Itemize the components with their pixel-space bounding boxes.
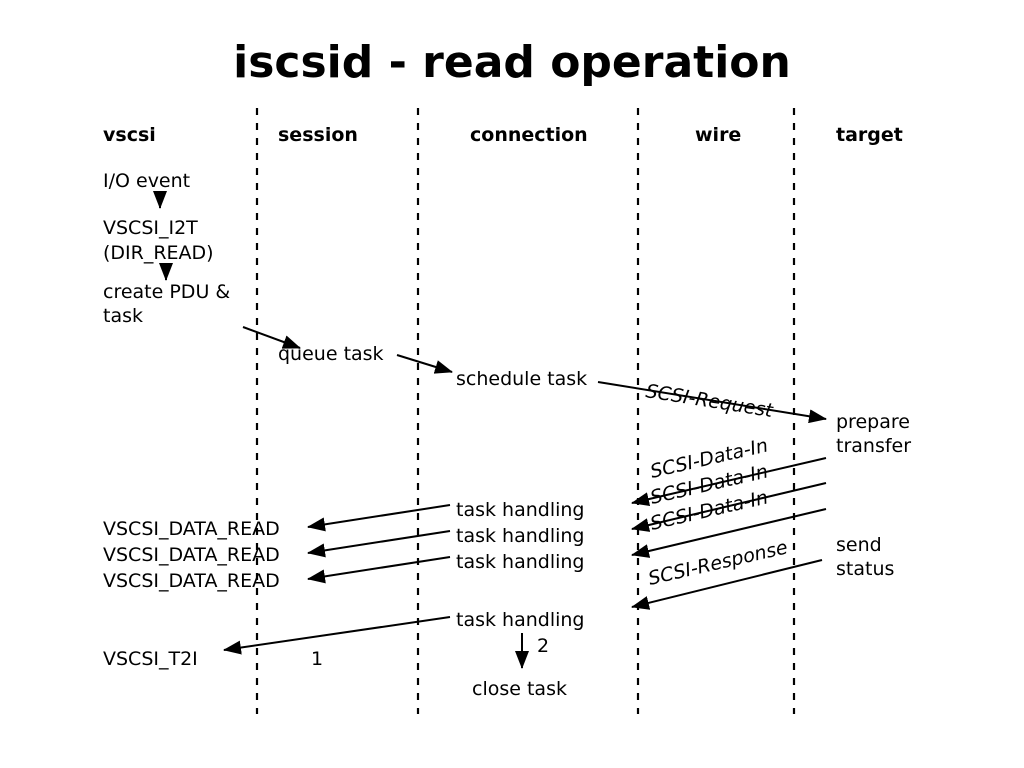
arrow-task-handling-to-data-read-3	[307, 556, 451, 584]
node-close-task: close task	[472, 678, 567, 700]
arrow-scsi-data-in-3	[631, 508, 827, 558]
column-header-connection: connection	[470, 124, 588, 146]
node-vscsi-data-read-3: VSCSI_DATA_READ	[103, 570, 280, 592]
node-schedule-task: schedule task	[456, 368, 587, 390]
node-vscsi-data-read-2: VSCSI_DATA_READ	[103, 544, 280, 566]
arrow-scsi-response	[631, 559, 823, 610]
wire-label-scsi-request: SCSI-Request	[644, 380, 776, 422]
node-queue-task: queue task	[278, 343, 384, 365]
node-send: send	[836, 534, 882, 556]
node-task-handling-2: task handling	[456, 525, 584, 547]
node-create-pdu: create PDU &	[103, 281, 230, 303]
step-number-1: 1	[311, 648, 323, 670]
column-header-wire: wire	[695, 124, 741, 146]
column-header-vscsi: vscsi	[103, 124, 156, 146]
arrow-task-handling-to-data-read-2	[307, 530, 451, 558]
arrow-create-pdu-to-queue-task	[242, 326, 301, 349]
node-vscsi-i2t: VSCSI_I2T	[103, 217, 198, 239]
node-task-handling-1: task handling	[456, 499, 584, 521]
arrow-task-handling-to-data-read-1	[307, 504, 451, 532]
node-vscsi-t2i: VSCSI_T2I	[103, 648, 198, 670]
node-task-handling-3: task handling	[456, 551, 584, 573]
node-task-handling-4: task handling	[456, 609, 584, 631]
arrow-queue-task-to-schedule-task	[396, 354, 453, 374]
page-title: iscsid - read operation	[233, 37, 791, 88]
node-create-pdu-task: task	[103, 305, 143, 327]
arrow-scsi-data-in-1	[631, 457, 827, 506]
step-number-2: 2	[537, 635, 549, 657]
column-header-target: target	[836, 124, 903, 146]
node-dir-read: (DIR_READ)	[103, 242, 214, 264]
arrow-task-handling-to-vscsi-t2i	[223, 616, 451, 655]
node-vscsi-data-read-1: VSCSI_DATA_READ	[103, 518, 280, 540]
node-transfer: transfer	[836, 435, 911, 457]
wire-label-scsi-response: SCSI-Response	[646, 536, 790, 589]
node-io-event: I/O event	[103, 170, 190, 192]
arrow-scsi-request	[597, 381, 827, 424]
node-prepare: prepare	[836, 411, 910, 433]
node-status: status	[836, 558, 894, 580]
arrow-scsi-data-in-2	[631, 482, 827, 532]
column-header-session: session	[278, 124, 358, 146]
